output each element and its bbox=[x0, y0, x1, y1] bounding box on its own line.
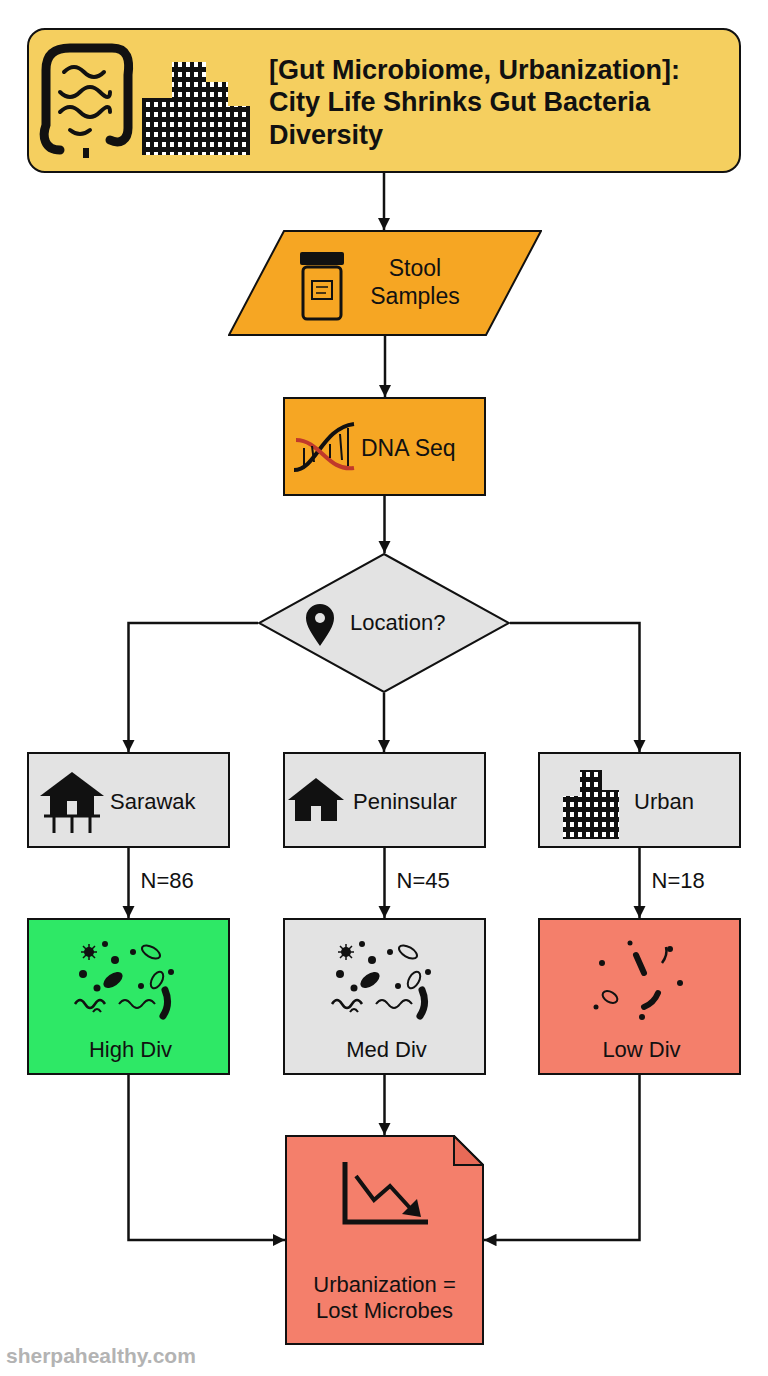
dna-icon bbox=[296, 440, 354, 468]
node-text: Location? bbox=[350, 553, 480, 693]
flow-arrow bbox=[383, 173, 386, 230]
flow-arrow bbox=[127, 848, 130, 918]
node-text: Stool Samples bbox=[355, 230, 475, 336]
flow-arrow bbox=[383, 1075, 386, 1135]
pin-hole bbox=[315, 613, 325, 623]
house-roof bbox=[288, 778, 344, 800]
chart-axes bbox=[345, 1162, 428, 1222]
title-text: [Gut Microbiome, Urbanization]: City Lif… bbox=[269, 30, 724, 175]
flow-arrow bbox=[129, 1075, 286, 1240]
jar-label bbox=[312, 281, 332, 299]
jar-icon bbox=[303, 267, 341, 319]
jar-label-lines bbox=[316, 287, 328, 293]
decision-diamond: Location? bbox=[258, 553, 510, 693]
dna-rungs bbox=[304, 428, 348, 466]
sample-size-label: N=86 bbox=[141, 868, 194, 894]
spirillum bbox=[662, 947, 667, 963]
building-icon bbox=[602, 790, 619, 839]
building-icon bbox=[228, 106, 250, 155]
intestine-folds bbox=[60, 67, 110, 134]
building-icon bbox=[206, 82, 228, 155]
diversity-box: Low Div bbox=[538, 918, 741, 1075]
sparse-bacteria bbox=[594, 941, 684, 1021]
node-text: Med Div bbox=[285, 1032, 488, 1068]
flow-arrow bbox=[129, 623, 259, 752]
house-door bbox=[311, 806, 321, 821]
location-box: Sarawak bbox=[27, 752, 230, 848]
node-text: Urban bbox=[634, 754, 739, 850]
flow-arrow bbox=[638, 848, 641, 918]
location-box: Urban bbox=[538, 752, 741, 848]
pill-bacterium bbox=[601, 989, 620, 1006]
flow-arrow bbox=[383, 848, 386, 918]
hut-roof bbox=[40, 772, 104, 796]
decline-line bbox=[356, 1176, 410, 1208]
coccus bbox=[677, 980, 683, 986]
flow-arrow bbox=[383, 496, 386, 553]
node-text: Low Div bbox=[540, 1032, 743, 1068]
bacteria-cluster bbox=[332, 941, 431, 1016]
edge-layer bbox=[129, 173, 640, 1240]
dna-icon bbox=[294, 424, 354, 470]
input-parallelogram: Stool Samples bbox=[228, 230, 542, 336]
decline-arrowhead bbox=[402, 1199, 421, 1217]
building-icon bbox=[563, 796, 580, 839]
hut-icon bbox=[50, 796, 94, 815]
bacteria-cluster bbox=[75, 941, 174, 1016]
rod-bacterium bbox=[636, 955, 644, 973]
node-text: High Div bbox=[29, 1032, 232, 1068]
decision-diamond-shape bbox=[259, 554, 509, 692]
watermark: sherpahealthy.com bbox=[6, 1344, 196, 1368]
node-text: Urbanization = Lost Microbes bbox=[295, 1263, 474, 1333]
intestine-end bbox=[83, 148, 89, 158]
page-fold bbox=[454, 1136, 483, 1165]
coccus bbox=[628, 941, 633, 946]
curved-rod bbox=[644, 993, 658, 1007]
node-text: Sarawak bbox=[110, 754, 228, 850]
result-document: Urbanization = Lost Microbes bbox=[285, 1135, 484, 1345]
hut-door bbox=[67, 801, 77, 815]
coccus bbox=[667, 946, 673, 952]
sample-size-label: N=18 bbox=[652, 868, 705, 894]
house-icon bbox=[295, 800, 337, 821]
flow-arrow bbox=[510, 623, 640, 752]
building-icon bbox=[142, 98, 172, 155]
diversity-box: High Div bbox=[27, 918, 230, 1075]
node-text: Peninsular bbox=[353, 754, 485, 850]
coccus bbox=[599, 960, 605, 966]
hut-stilts bbox=[44, 816, 100, 833]
flow-arrow bbox=[383, 693, 386, 752]
result-document-shape bbox=[286, 1136, 483, 1344]
sample-size-label: N=45 bbox=[397, 868, 450, 894]
flow-arrow bbox=[384, 336, 387, 397]
building-icon bbox=[580, 770, 602, 839]
input-parallelogram-shape bbox=[229, 231, 541, 335]
location-box: Peninsular bbox=[283, 752, 486, 848]
process-box: DNA Seq bbox=[283, 397, 486, 496]
flow-arrow bbox=[484, 1075, 640, 1240]
building-icon bbox=[172, 62, 206, 155]
node-text: DNA Seq bbox=[361, 399, 486, 498]
title-box: [Gut Microbiome, Urbanization]: City Lif… bbox=[27, 28, 741, 173]
intestine-icon bbox=[44, 48, 128, 150]
coccus bbox=[639, 1014, 645, 1020]
coccus bbox=[594, 1005, 599, 1010]
diversity-box: Med Div bbox=[283, 918, 486, 1075]
jar-lid bbox=[300, 252, 344, 265]
pin-icon bbox=[306, 604, 334, 646]
